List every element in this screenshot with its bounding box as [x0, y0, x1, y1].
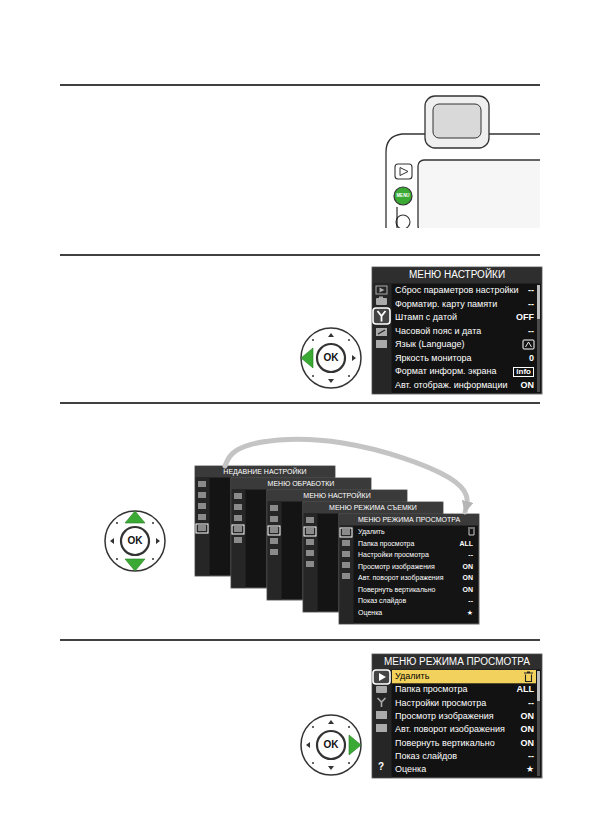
eyepiece — [425, 96, 489, 148]
menu-value: ON — [521, 379, 535, 393]
menu-item: Авт. поворот изображения — [358, 572, 443, 584]
camera-back — [386, 96, 540, 228]
menu-title: МЕНЮ РЕЖИМА ПРОСМОТРА — [372, 654, 542, 669]
menu-value: ON — [521, 710, 535, 723]
menu-item: Просмотр изображения — [395, 710, 494, 723]
menu-value: -- — [528, 298, 534, 312]
menu-button — [394, 187, 412, 205]
menu-value: -- — [468, 549, 473, 561]
menu-item: Папка просмотра — [395, 683, 468, 696]
menu-item: Повернуть вертикально — [358, 584, 436, 596]
menu-value: ON — [463, 584, 474, 596]
lcd-screen — [372, 267, 542, 394]
menu-title: МЕНЮ РЕЖИМА СЪЕМКИ — [303, 502, 443, 513]
menu-value: -- — [528, 284, 534, 298]
menu-item: Язык (Language) — [395, 338, 465, 352]
menu-item: Яркость монитора — [395, 352, 472, 366]
menu-card-stack — [195, 466, 479, 624]
menu-value: ALL — [517, 683, 535, 696]
language-icon — [523, 340, 534, 349]
menu-item: Удалить — [358, 526, 385, 538]
menu-item: Часовой пояс и дата — [395, 325, 481, 339]
menu-value: 0 — [529, 352, 534, 366]
menu-item: Повернуть вертикально — [395, 737, 495, 750]
menu-title: МЕНЮ РЕЖИМА ПРОСМОТРА — [339, 514, 479, 525]
menu-item: Папка просмотра — [358, 538, 414, 550]
selected-tab — [373, 670, 390, 684]
menu-item: Показ слайдов — [395, 750, 457, 763]
menu-value: info — [513, 367, 534, 377]
menu-value: -- — [468, 595, 473, 607]
menu-item: Показ слайдов — [358, 595, 406, 607]
menu-title: МЕНЮ ОБРАБОТКИ — [231, 478, 371, 489]
menu-item: Удалить — [395, 670, 429, 683]
menu-value: ON — [521, 723, 535, 736]
menu-card: МЕНЮ РЕЖИМА ПРОСМОТРАУдалитьПапка просмо… — [339, 514, 479, 624]
cycle-arrow — [225, 439, 467, 512]
lcd-screen — [372, 654, 542, 778]
menu-value: OFF — [516, 311, 534, 325]
menu-title: МЕНЮ НАСТРОЙКИ — [267, 490, 407, 501]
menu-item: Авт. поворот изображения — [395, 723, 505, 736]
highlight-row — [392, 670, 536, 683]
menu-item: Настройки просмотра — [395, 697, 486, 710]
menu-value: ON — [463, 561, 474, 573]
menu-value: -- — [528, 325, 534, 339]
ok-button-label: OK — [128, 536, 143, 546]
menu-item: Просмотр изображения — [358, 561, 435, 573]
menu-item: Настройки просмотра — [358, 549, 429, 561]
menu-value: ON — [463, 572, 474, 584]
help-icon: ? — [378, 760, 384, 774]
lcd-monitor — [418, 160, 540, 228]
menu-screen: МЕНЮ НАСТРОЙКИСброс параметров настройки… — [372, 267, 542, 394]
menu-item: Формат информ. экрана — [395, 365, 497, 379]
menu-title: НЕДАВНИЕ НАСТРОЙКИ — [195, 466, 335, 477]
menu-item: Форматир. карту памяти — [395, 298, 497, 312]
menu-value: ★ — [526, 763, 534, 776]
menu-item: Штамп с датой — [395, 311, 457, 325]
multi-selector — [301, 328, 361, 388]
menu-title: МЕНЮ НАСТРОЙКИ — [372, 267, 542, 283]
multi-selector — [105, 511, 165, 571]
menu-value: ALL — [459, 538, 473, 550]
menu-item: Оценка — [358, 607, 382, 619]
menu-value: -- — [528, 697, 534, 710]
menu-value: -- — [528, 750, 534, 763]
ok-button-label: OK — [324, 353, 339, 363]
menu-value: ★ — [467, 607, 473, 619]
leader-line — [397, 207, 398, 228]
menu-screen: МЕНЮ РЕЖИМА ПРОСМОТРАУдалитьПапка просмо… — [372, 654, 542, 778]
menu-value: ON — [521, 737, 535, 750]
ok-button-label: OK — [324, 740, 339, 750]
trash-icon — [524, 672, 533, 682]
playback-button — [395, 164, 412, 179]
selected-tab — [373, 308, 390, 324]
button-label: MENU — [396, 194, 409, 199]
menu-item: Сброс параметров настройки — [395, 284, 518, 298]
menu-item: Авт. отображ. информации — [395, 379, 508, 393]
multi-selector — [301, 715, 361, 775]
menu-item: Оценка — [395, 763, 426, 776]
